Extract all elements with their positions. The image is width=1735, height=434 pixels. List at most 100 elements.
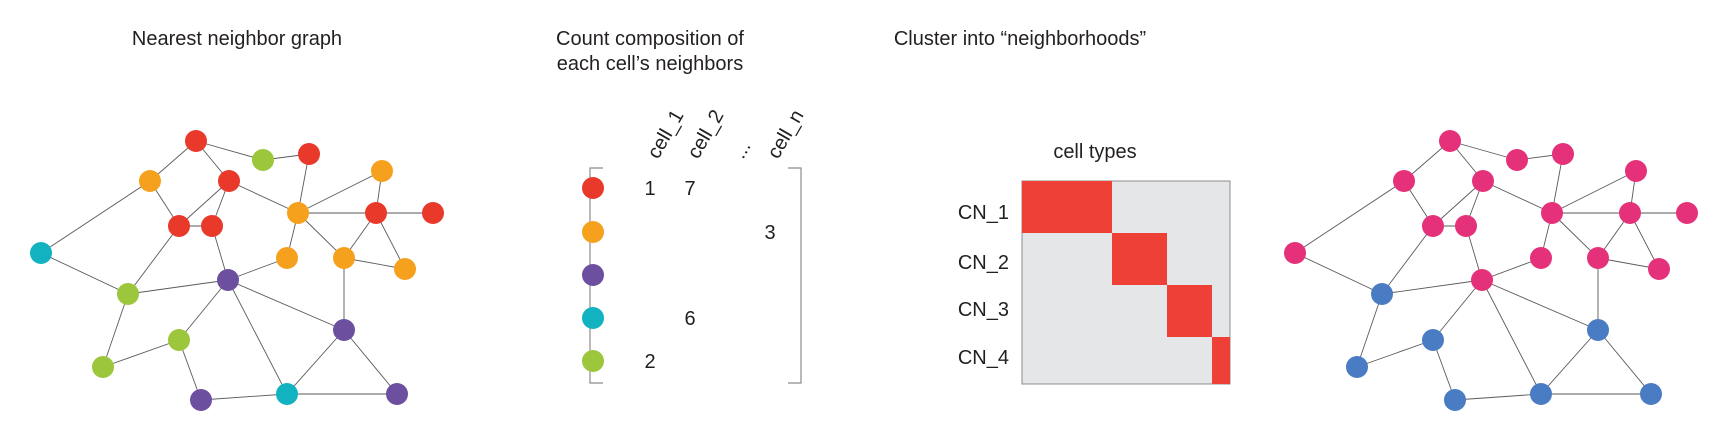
matrix-column-header: cell_n [763,106,808,162]
matrix-row-dot-green [582,350,604,372]
neighborhood-graph-node-magenta [1472,170,1494,192]
graph-node-orange [276,247,298,269]
neighborhood-graph-node-magenta [1455,215,1477,237]
graph-edge [178,180,230,227]
graph-edge [297,170,383,214]
neighborhood-graph-edge [1432,180,1484,227]
matrix-row-dot-orange [582,221,604,243]
graph-node-orange [371,160,393,182]
graph-edge [127,279,229,295]
graph-node-green [252,149,274,171]
heatmap-block-4 [1212,337,1230,384]
heatmap-row-label: CN_4 [958,347,1009,369]
graph-edge [227,279,288,395]
graph-node-green [117,283,139,305]
neighborhood-graph-node-blue [1444,389,1466,411]
graph-node-purple [333,319,355,341]
neighborhood-graph-node-magenta [1676,202,1698,224]
graph-edge [102,293,129,368]
heatmap-row-label: CN_1 [958,202,1009,224]
graph-node-teal [276,383,298,405]
neighborhood-graph-edge [1540,329,1599,395]
graph-edge [200,393,288,401]
neighborhood-graph-edge [1597,329,1652,395]
graph-edge [178,279,229,341]
neighborhood-graph-node-blue [1371,283,1393,305]
neighborhood-graph-edge [1481,279,1599,331]
graph-node-purple [217,269,239,291]
graph-edge [286,329,345,395]
graph-node-green [168,329,190,351]
graph-node-purple [190,389,212,411]
graph-node-red [185,130,207,152]
neighborhood-graph-edge [1482,180,1553,214]
neighborhood-heatmap: cell types CN_1CN_2CN_3CN_4 [958,141,1231,385]
neighborhood-graph-node-magenta [1422,215,1444,237]
matrix-column-header: cell_2 [683,106,728,162]
heatmap-row-label: CN_2 [958,252,1009,274]
matrix-row-dot-red [582,177,604,199]
graph-edge [228,180,299,214]
neighborhood-graph-node-magenta [1471,269,1493,291]
neighborhood-graph-edge [1454,393,1542,401]
heatmap-block-1 [1022,181,1112,233]
graph-node-red [298,143,320,165]
neighborhood-graph-edge [1356,339,1434,368]
matrix-cell-value: 6 [684,308,695,330]
graph-node-orange [287,202,309,224]
neighborhood-graph-node-magenta [1587,247,1609,269]
graph-edge [40,180,151,254]
composition-panel-title-line-1: Count composition of [556,28,744,50]
neighborhood-graph-node-blue [1640,383,1662,405]
neighborhood-graph-node-blue [1530,383,1552,405]
graph-node-purple [386,383,408,405]
neighborhood-graph-edge [1294,180,1405,254]
composition-panel-title-line-2: each cell’s neighbors [556,53,744,75]
cluster-panel-title: Cluster into “neighborhoods” [893,28,1147,50]
graph-panel-title: Nearest neighbor graph [131,28,343,50]
graph-node-orange [139,170,161,192]
neighborhood-graph-node-magenta [1552,143,1574,165]
neighborhood-graph-edge [1356,293,1383,368]
neighborhood-graph-node-magenta [1648,258,1670,280]
graph-edge [195,140,264,161]
heatmap-row-label: CN_3 [958,299,1009,321]
neighborhood-graph-node-magenta [1439,130,1461,152]
neighborhood-graph-edge [1294,252,1383,295]
matrix-cell-value: 7 [684,178,695,200]
graph-node-red [365,202,387,224]
matrix-right-bracket [788,167,802,384]
neighborhood-graph-node-magenta [1506,149,1528,171]
neighborhood-graph-node-magenta [1530,247,1552,269]
neighborhood-graph-edge [1551,170,1637,214]
neighborhood-graph-node-magenta [1393,170,1415,192]
graph-node-red [218,170,240,192]
neighborhood-graph-edge [1381,279,1483,295]
neighborhood-graph-node-blue [1587,319,1609,341]
nearest-neighbor-graph [30,130,444,411]
neighborhood-graph-node-magenta [1284,242,1306,264]
graph-edge [343,329,398,395]
graph-node-red [201,215,223,237]
graph-node-red [168,215,190,237]
neighborhood-graph-node-magenta [1625,160,1647,182]
neighborhood-graph [1284,130,1698,411]
matrix-cell-value: 3 [764,222,775,244]
matrix-column-header: cell_1 [643,106,688,162]
neighborhood-graph-edge [1449,140,1518,161]
neighborhood-graph-node-magenta [1619,202,1641,224]
matrix-column-header: ... [728,137,755,162]
neighborhood-graph-node-blue [1422,329,1444,351]
heatmap-block-3 [1167,285,1212,337]
heatmap-block-2 [1112,233,1167,285]
neighborhood-graph-node-magenta [1541,202,1563,224]
neighborhood-graph-edge [1381,225,1434,295]
neighborhood-graph-edge [1432,279,1483,341]
graph-node-orange [333,247,355,269]
heatmap-title: cell types [1053,141,1136,163]
neighborhood-graph-node-blue [1346,356,1368,378]
matrix-cell-value: 1 [644,178,655,200]
matrix-cell-value: 2 [644,351,655,373]
